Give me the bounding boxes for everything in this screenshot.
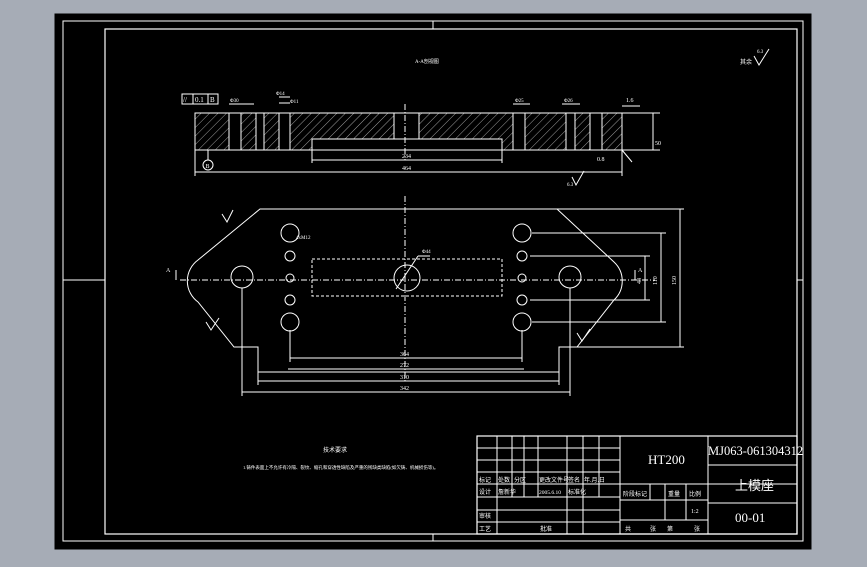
plan-view: Φ44 4xM12 A A 364 272 310 342 48 110 — [166, 196, 684, 396]
section-a-right: A — [638, 268, 643, 274]
material: HT200 — [648, 452, 685, 467]
drawing-number: MJ063-061304312 — [708, 444, 803, 458]
dim-48: 48 — [637, 278, 643, 284]
svg-text:张: 张 — [694, 525, 700, 533]
svg-text:年.月.日: 年.月.日 — [584, 476, 605, 484]
svg-text:更改文件号: 更改文件号 — [539, 476, 569, 484]
dim-364: 364 — [400, 352, 409, 358]
datum-b-marker — [202, 159, 214, 171]
drawing-code: 00-01 — [735, 510, 765, 525]
dim-phi30: Φ30 — [230, 99, 239, 104]
dim-phi11: Φ11 — [290, 100, 299, 105]
svg-text:审核: 审核 — [479, 512, 491, 520]
svg-text:2005.6.10: 2005.6.10 — [539, 490, 561, 496]
dim-1-6: 1.6 — [626, 98, 634, 104]
svg-text:设计: 设计 — [479, 488, 491, 496]
dim-phi26: Φ26 — [564, 99, 573, 104]
center-marks — [63, 21, 803, 541]
tech-title: 技术要求 — [323, 446, 347, 454]
svg-text:詹新华: 詹新华 — [498, 488, 516, 496]
dim-342: 342 — [400, 386, 409, 392]
section-view: A-A剖视图 234 464 50 1.6 0.8 — [181, 58, 661, 188]
svg-text:B: B — [210, 96, 215, 104]
tech-note: 1.铸件表面上不允许有冷隔、裂纹、缩孔和穿透性缺陷及严重的残缺类缺陷(如欠铸、机… — [243, 464, 438, 471]
title-block: HT200 MJ063-061304312 上模座 00-01 标记 处数 分区… — [476, 435, 803, 535]
dim-464: 464 — [402, 166, 411, 172]
svg-text:工艺: 工艺 — [479, 525, 491, 533]
dim-50: 50 — [655, 141, 661, 147]
center-hole-label: Φ44 — [422, 250, 431, 255]
svg-text:其余: 其余 — [740, 58, 752, 66]
section-title: A-A剖视图 — [415, 58, 439, 65]
roughness-note: 其余 6.3 — [740, 48, 770, 66]
dim-0-8: 0.8 — [597, 157, 605, 163]
svg-text:阶段标记: 阶段标记 — [623, 490, 647, 498]
svg-text:共: 共 — [625, 525, 631, 533]
dim-phi25: Φ25 — [515, 99, 524, 104]
part-name: 上模座 — [735, 478, 774, 493]
svg-text:重量: 重量 — [668, 490, 680, 498]
svg-text:第: 第 — [667, 525, 673, 533]
tolerance-frame: // 0.1 B — [181, 93, 219, 105]
inner-frame — [104, 28, 798, 535]
dim-234: 234 — [402, 154, 411, 160]
dim-310: 310 — [400, 375, 409, 381]
hole-note: 4xM12 — [296, 236, 311, 241]
dim-phi14: Φ14 — [276, 92, 285, 97]
svg-text:标准化: 标准化 — [568, 488, 586, 496]
scale-value: 1:2 — [691, 509, 699, 515]
section-a-left: A — [166, 268, 171, 274]
svg-text:张: 张 — [650, 525, 656, 533]
svg-text:6.3: 6.3 — [757, 50, 764, 55]
svg-text:处数: 处数 — [498, 476, 510, 484]
svg-text:0.1: 0.1 — [195, 96, 204, 104]
svg-text:签名: 签名 — [568, 476, 580, 484]
svg-text:B: B — [206, 164, 210, 170]
svg-text:比例: 比例 — [689, 490, 701, 498]
svg-text:分区: 分区 — [514, 476, 526, 484]
dim-110: 110 — [653, 276, 659, 285]
paper-area — [54, 13, 812, 550]
dim-272: 272 — [400, 363, 409, 369]
svg-text://: // — [183, 96, 187, 104]
svg-text:批准: 批准 — [540, 525, 552, 533]
tech-requirements: 技术要求 1.铸件表面上不允许有冷隔、裂纹、缩孔和穿透性缺陷及严重的残缺类缺陷(… — [243, 446, 438, 471]
dim-150: 150 — [672, 276, 678, 285]
dim-6-3: 6.3 — [567, 183, 574, 188]
svg-text:标记: 标记 — [479, 476, 491, 484]
